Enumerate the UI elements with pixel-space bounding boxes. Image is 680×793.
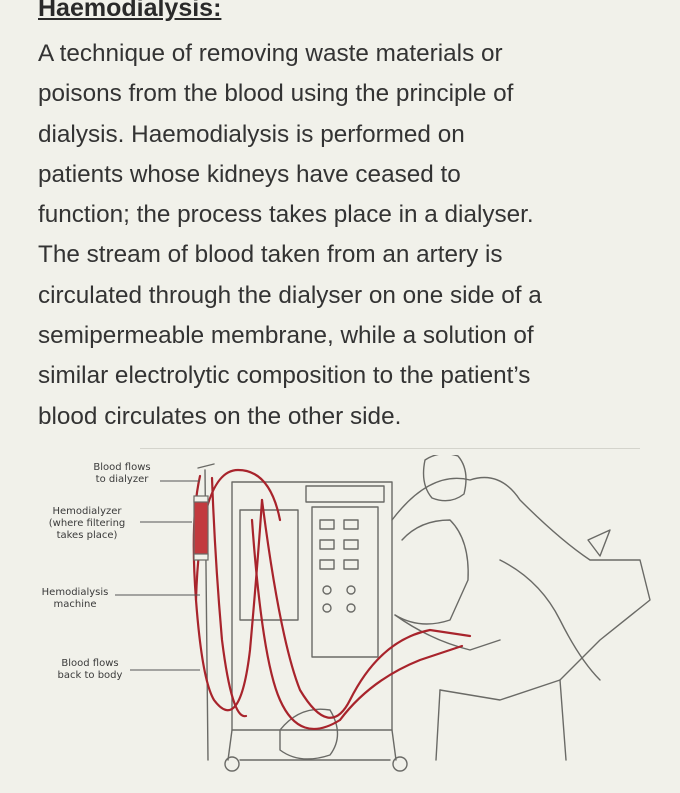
label-blood-to-dialyzer: Blood flows to dialyzer (93, 462, 151, 485)
hemodialysis-illustration (115, 455, 651, 772)
label-blood-back-to-body: Blood flows back to body (57, 658, 123, 681)
label-hemodialyzer: Hemodialyzer (where filtering takes plac… (48, 506, 126, 541)
machine-controls (319, 519, 359, 613)
label-hemodialysis-machine: Hemodialysis machine (41, 587, 109, 610)
page-heading: Haemodialysis: (38, 0, 222, 22)
dialysis-machine (224, 481, 408, 772)
blood-tubing (192, 468, 472, 730)
divider (140, 448, 640, 449)
definition-paragraph: A technique of removing waste materials … (38, 40, 542, 430)
patient-in-chair (391, 455, 651, 761)
hemodialyzer (193, 495, 209, 561)
